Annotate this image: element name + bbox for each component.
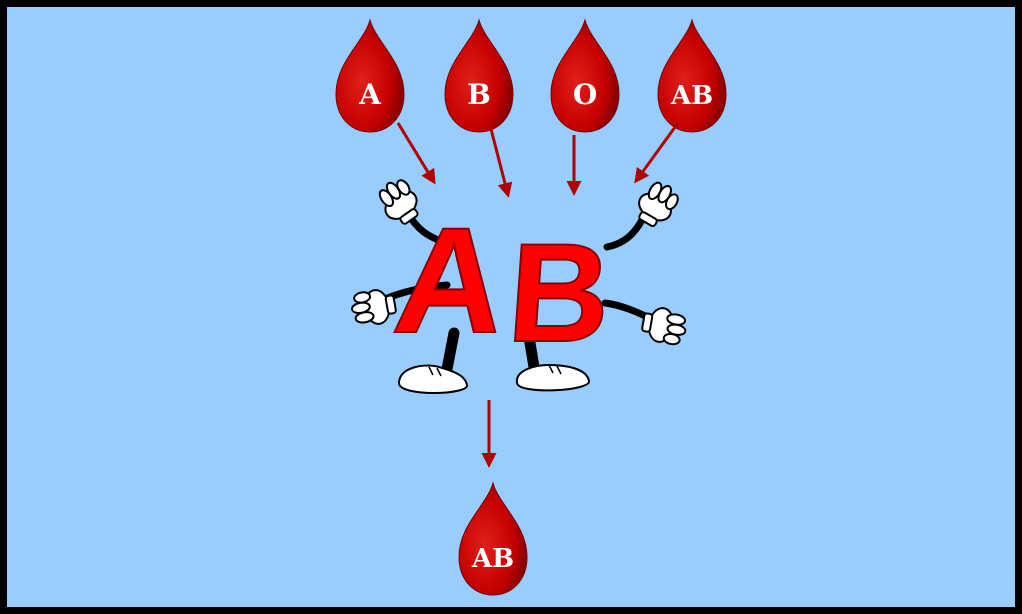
drop-label: O [573, 78, 597, 111]
arrow-b-to-mascot [491, 129, 508, 195]
donor-drop-a: A [336, 20, 404, 132]
donor-drop-o: O [551, 20, 619, 132]
blood-drop-icon [336, 20, 404, 132]
arrow-a-to-mascot [398, 123, 434, 182]
shoe-icon [399, 366, 467, 393]
mascot-letter-b: B [504, 214, 616, 371]
ab-mascot: A B [349, 175, 688, 393]
blood-drop-icon [551, 20, 619, 132]
blood-drop-icon [459, 483, 527, 595]
result-drop-ab: AB [459, 483, 527, 595]
arrow-ab-to-mascot [636, 123, 678, 181]
mascot-letter-a: A [387, 196, 513, 364]
donor-drop-b: B [445, 20, 513, 132]
blood-type-diagram: A B O AB [7, 7, 1015, 607]
drop-label: AB [670, 81, 713, 111]
drop-label: AB [471, 544, 514, 574]
donor-drop-ab: AB [658, 20, 726, 132]
blood-drop-icon [658, 20, 726, 132]
glove-icon [640, 305, 688, 346]
blood-drop-icon [445, 20, 513, 132]
drop-label: B [467, 78, 491, 111]
drop-label: A [358, 78, 382, 111]
